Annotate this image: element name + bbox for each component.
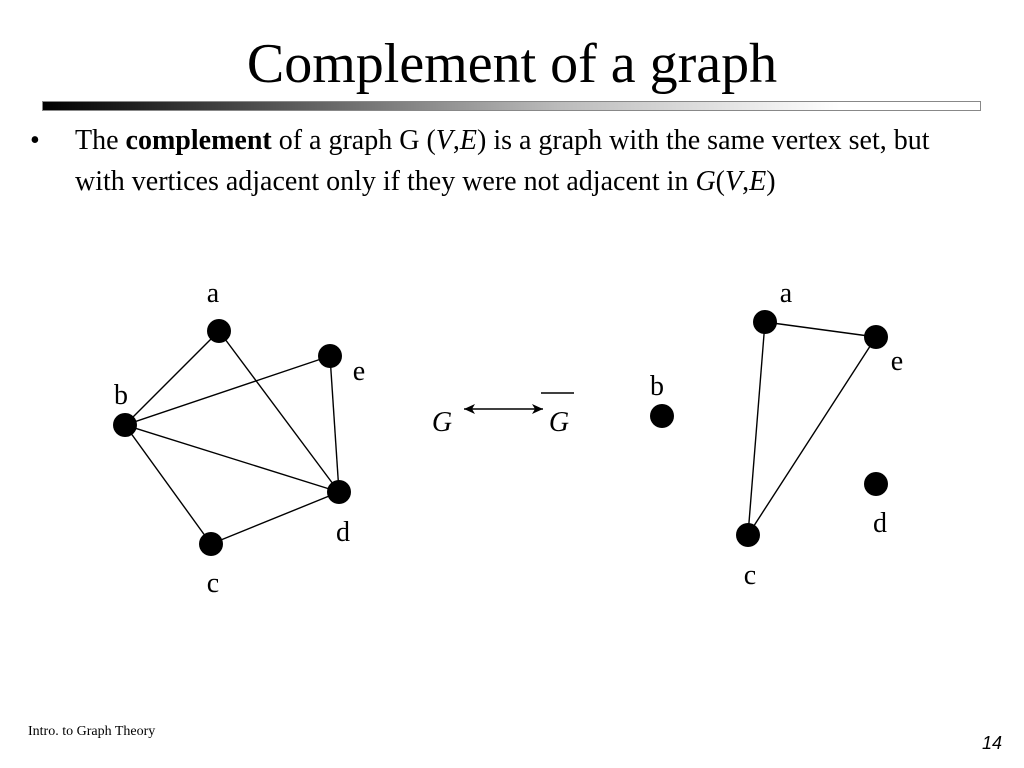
complement-vertex-b bbox=[650, 404, 674, 428]
complement-edge-a-c bbox=[747, 321, 766, 536]
arrowhead-left bbox=[464, 404, 475, 414]
g-vertex-c bbox=[199, 532, 223, 556]
bullet-text-segment: , bbox=[742, 166, 750, 197]
arrowhead-right bbox=[532, 404, 543, 414]
complement-vertex-e bbox=[864, 325, 888, 349]
g-edge-c-d bbox=[210, 491, 340, 545]
complement-vertex-label-b: b bbox=[650, 371, 664, 402]
g-vertex-label-a: a bbox=[207, 278, 220, 309]
g-edge-e-d bbox=[329, 355, 340, 493]
title-underline-bar bbox=[42, 101, 981, 111]
complement-edge-c-e bbox=[747, 336, 877, 536]
g-vertex-a bbox=[207, 319, 231, 343]
relation-label-complement: G bbox=[549, 407, 569, 438]
bullet-text-segment: E bbox=[459, 125, 477, 156]
complement-vertex-label-c: c bbox=[744, 560, 756, 591]
g-edge-b-d bbox=[124, 424, 340, 493]
g-vertex-label-e: e bbox=[353, 356, 365, 387]
relation-arrow-group: G G bbox=[432, 392, 574, 438]
bullet-text-segment: ( bbox=[715, 166, 725, 197]
complement-vertex-label-e: e bbox=[891, 346, 903, 377]
bullet-glyph: • bbox=[30, 125, 40, 156]
g-edge-a-b bbox=[124, 330, 220, 426]
g-vertex-label-d: d bbox=[336, 517, 350, 548]
complement-vertex-label-a: a bbox=[780, 278, 793, 309]
g-vertex-label-c: c bbox=[207, 568, 219, 599]
g-vertex-label-b: b bbox=[114, 380, 128, 411]
complement-vertex-c bbox=[736, 523, 760, 547]
footer-page-number: 14 bbox=[981, 733, 1002, 753]
bullet-text-segment: The bbox=[75, 125, 126, 156]
complement-vertex-a bbox=[753, 310, 777, 334]
bullet-text-segment: , bbox=[452, 125, 460, 156]
g-edge-b-c bbox=[124, 424, 212, 545]
complement-edge-a-e bbox=[764, 321, 877, 338]
g-edge-b-e bbox=[124, 355, 331, 426]
bullet-text-segment: V bbox=[435, 125, 453, 156]
bullet-text-segment: ) is a graph with the same vertex set, b… bbox=[75, 125, 930, 197]
complement-vertex-d bbox=[864, 472, 888, 496]
g-vertex-b bbox=[113, 413, 137, 437]
slide-title: Complement of a graph bbox=[246, 33, 778, 95]
g-vertex-d bbox=[327, 480, 351, 504]
g-edge-a-d bbox=[218, 330, 340, 493]
graph-g: a b c d e bbox=[113, 278, 365, 599]
bullet-text: The complement of a graph G (V,E) is a g… bbox=[75, 120, 930, 202]
complement-vertex-label-d: d bbox=[873, 508, 887, 539]
bullet-text-segment: ) bbox=[766, 166, 776, 197]
bullet-text-segment: of a graph G ( bbox=[271, 125, 436, 156]
bullet-text-segment: complement bbox=[125, 125, 272, 156]
footer-course-title: Intro. to Graph Theory bbox=[28, 724, 156, 739]
g-vertex-e bbox=[318, 344, 342, 368]
graph-complement: a b c d e bbox=[650, 278, 903, 591]
bullet-text-segment: E bbox=[749, 166, 767, 197]
relation-label-g: G bbox=[432, 407, 452, 438]
bullet-text-segment: G bbox=[695, 166, 716, 197]
bullet-text-segment: V bbox=[725, 166, 743, 197]
